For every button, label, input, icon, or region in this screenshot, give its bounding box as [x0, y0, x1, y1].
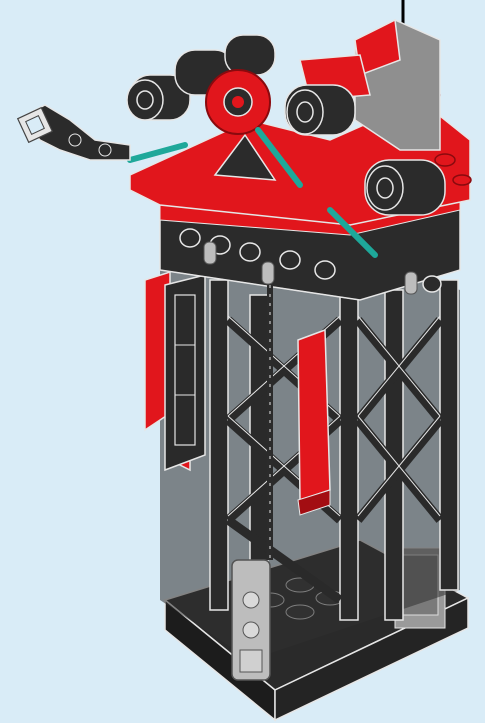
red-pulley-wheel: [206, 70, 270, 134]
front-red-panel: [298, 330, 330, 515]
